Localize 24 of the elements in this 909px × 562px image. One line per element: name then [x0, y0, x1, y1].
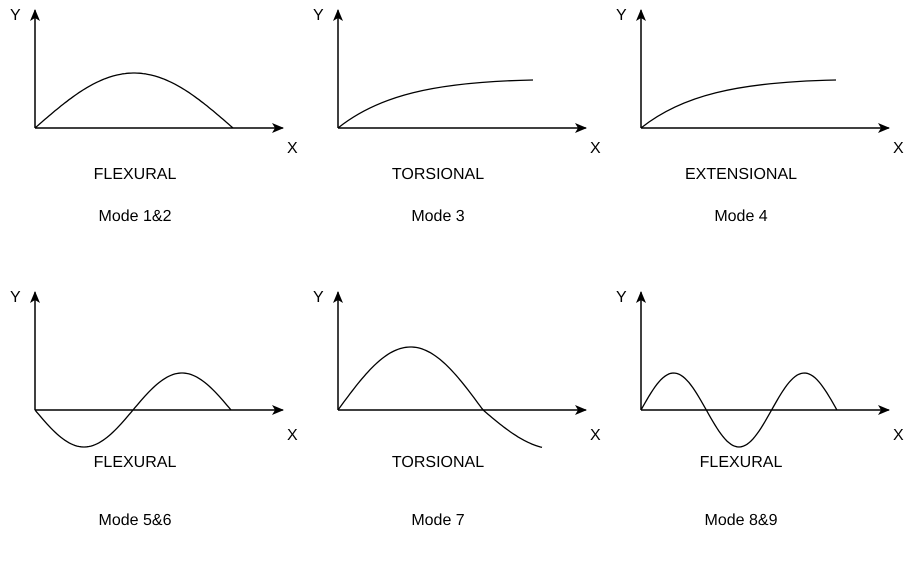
mode-number-label: Mode 7 [411, 512, 465, 530]
mode-number-label: Mode 1&2 [98, 208, 172, 226]
axis-label: Y [616, 7, 627, 25]
mode-type-label: TORSIONAL [392, 166, 484, 184]
mode-type-label: TORSIONAL [392, 454, 484, 472]
axis-label: Y [10, 7, 21, 25]
axis-label: X [893, 140, 904, 158]
mode-number-label: Mode 5&6 [98, 512, 172, 530]
axis-label: X [590, 140, 601, 158]
mode-number-label: Mode 4 [714, 208, 768, 226]
axis-label: X [893, 427, 904, 445]
mode-type-label: FLEXURAL [94, 166, 176, 184]
mode-number-label: Mode 3 [411, 208, 465, 226]
axis-label: Y [616, 289, 627, 307]
mode-type-label: EXTENSIONAL [684, 166, 798, 184]
axis-label: X [287, 140, 298, 158]
axis-label: X [287, 427, 298, 445]
mode-number-label: Mode 8&9 [704, 512, 778, 530]
axis-label: Y [313, 289, 324, 307]
axis-label: X [590, 427, 601, 445]
mode-type-label: FLEXURAL [700, 454, 782, 472]
axis-label: Y [313, 7, 324, 25]
mode-type-label: FLEXURAL [94, 454, 176, 472]
axis-label: Y [10, 289, 21, 307]
